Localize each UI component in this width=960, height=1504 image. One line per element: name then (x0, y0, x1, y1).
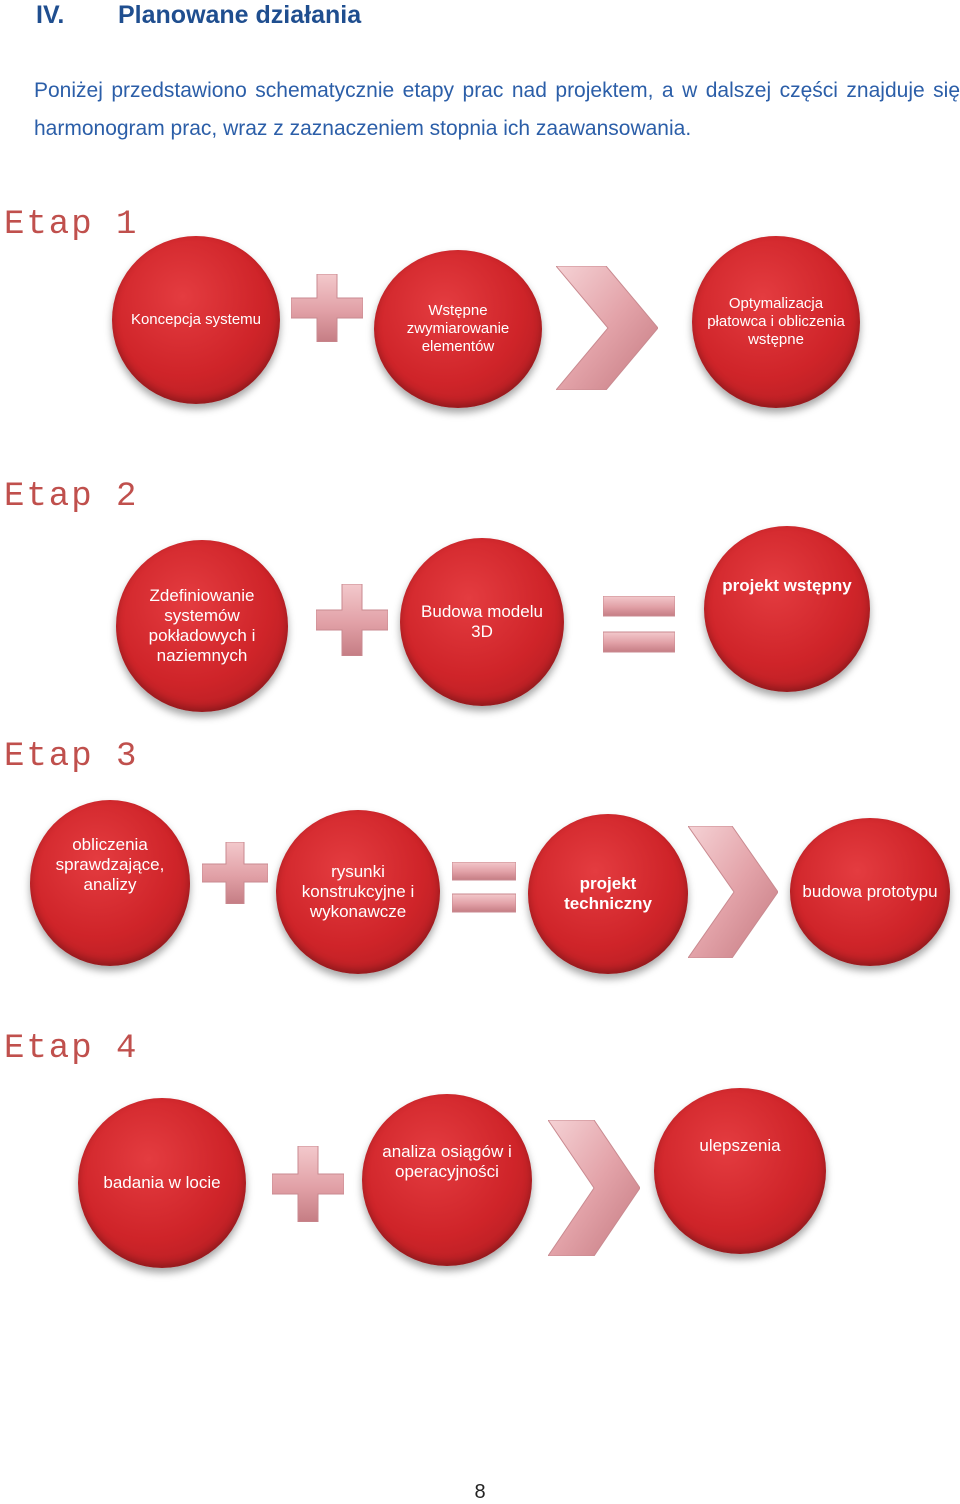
chevron-right-icon (556, 266, 658, 390)
stage-1-step-2: Wstępne zwymiarowanie elementów (374, 250, 542, 408)
stage-3-label: Etap 3 (4, 738, 139, 776)
stage-2-step-3: projekt wstępny (704, 526, 870, 692)
equals-icon (452, 862, 516, 913)
stage-2-label: Etap 2 (4, 478, 139, 516)
plus-icon (316, 584, 388, 656)
stage-4-step-3: ulepszenia (654, 1088, 826, 1254)
stage-3-step-4: budowa prototypu (790, 818, 950, 966)
plus-icon (291, 274, 363, 342)
stage-2-step-1: Zdefiniowanie systemów pokładowych i naz… (116, 540, 288, 712)
equals-icon (603, 596, 675, 653)
intro-paragraph: Poniżej przedstawiono schematycznie etap… (34, 79, 960, 140)
stage-3-step-2: rysunki konstrukcyjne i wykonawcze (276, 810, 440, 974)
stage-1-step-3: Optymalizacja płatowca i obliczenia wstę… (692, 236, 860, 408)
chevron-right-icon (688, 826, 778, 958)
stage-4-step-1: badania w locie (78, 1098, 246, 1268)
section-number: IV. (36, 1, 65, 29)
page-number: 8 (474, 1481, 486, 1503)
stage-3-step-1: obliczenia sprawdzające, analizy (30, 800, 190, 966)
section-title: Planowane działania (118, 1, 362, 29)
stage-3-step-3: projekt techniczny (528, 814, 688, 974)
stage-4-step-2: analiza osiągów i operacyjności (362, 1094, 532, 1266)
plus-icon (202, 842, 268, 904)
stage-2-step-2: Budowa modelu 3D (400, 538, 564, 706)
stage-1-label: Etap 1 (4, 206, 139, 244)
stage-4-label: Etap 4 (4, 1030, 139, 1068)
stage-1-step-1: Koncepcja systemu (112, 236, 280, 404)
plus-icon (272, 1146, 344, 1222)
section-heading: IV. Planowane działania (36, 0, 361, 30)
chevron-right-icon (548, 1120, 640, 1256)
